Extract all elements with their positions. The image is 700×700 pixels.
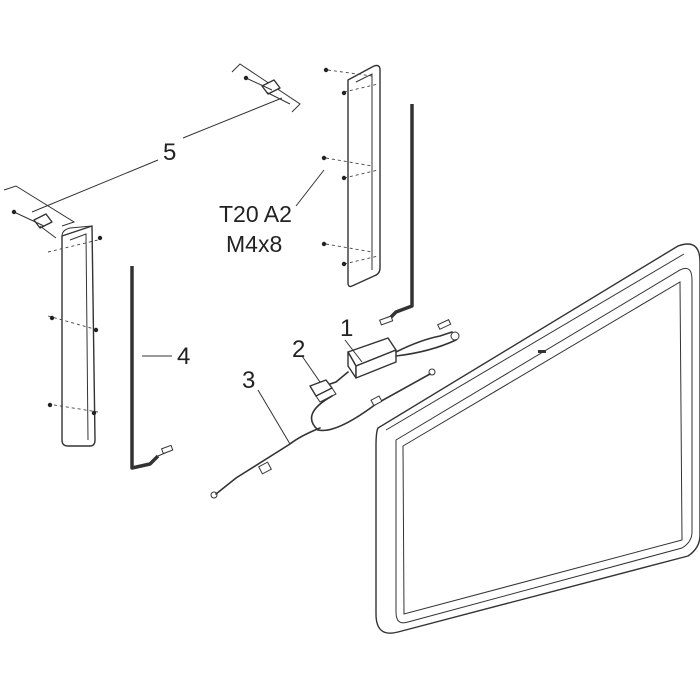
label-part-1: 1 bbox=[340, 315, 353, 342]
gasket-rod-right bbox=[379, 104, 414, 326]
left-mounting-rail bbox=[47, 225, 103, 447]
mirror-panel bbox=[375, 243, 700, 634]
label-part-4: 4 bbox=[177, 343, 190, 370]
label-screw-spec-drive: T20 A2 bbox=[219, 201, 292, 227]
wall-bracket-left bbox=[3, 185, 76, 239]
power-supply-assembly bbox=[210, 318, 460, 499]
label-part-3: 3 bbox=[242, 367, 255, 394]
label-part-2: 2 bbox=[292, 336, 305, 363]
mirror-sensor-mark bbox=[538, 350, 546, 353]
label-part-5: 5 bbox=[163, 139, 176, 166]
connector-2 bbox=[309, 379, 333, 397]
leader-lines bbox=[31, 97, 363, 445]
right-mounting-rail bbox=[321, 64, 381, 288]
gasket-rod-left bbox=[130, 266, 174, 470]
wall-bracket-right bbox=[231, 63, 301, 113]
label-screw-spec-size: M4x8 bbox=[226, 231, 282, 257]
